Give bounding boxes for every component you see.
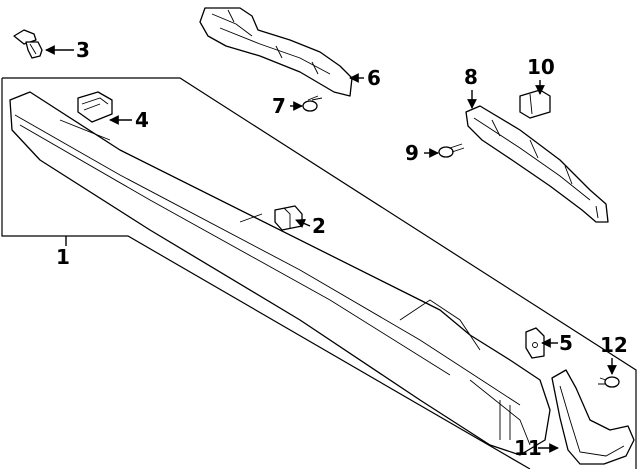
push-pin-part-3: [13, 29, 43, 59]
callout-10: 10: [527, 55, 555, 79]
callout-5: 5: [559, 331, 573, 355]
callout-11: 11: [514, 436, 542, 460]
callout-2: 2: [312, 214, 326, 238]
callout-8: 8: [464, 65, 478, 89]
callout-4: 4: [135, 108, 149, 132]
callout-12: 12: [600, 333, 628, 357]
callout-1: 1: [56, 245, 70, 269]
bracket-part-6: [199, 7, 353, 97]
callout-9: 9: [405, 141, 419, 165]
assembly-frame: [1, 77, 637, 469]
callout-3: 3: [76, 38, 90, 62]
callout-7: 7: [272, 94, 286, 118]
retainer-part-4: [77, 91, 113, 123]
bolt-part-7: [302, 95, 323, 112]
screw-part-12: [598, 376, 620, 388]
rocker-panel: [9, 91, 551, 456]
callout-6: 6: [367, 66, 381, 90]
leader-lines: [45, 45, 617, 453]
clip-part-5: [525, 327, 545, 359]
clip-part-10: [519, 89, 551, 119]
mud-flap-part-11: [551, 369, 635, 465]
bolt-part-9: [438, 143, 465, 158]
bracket-part-8: [465, 105, 609, 223]
